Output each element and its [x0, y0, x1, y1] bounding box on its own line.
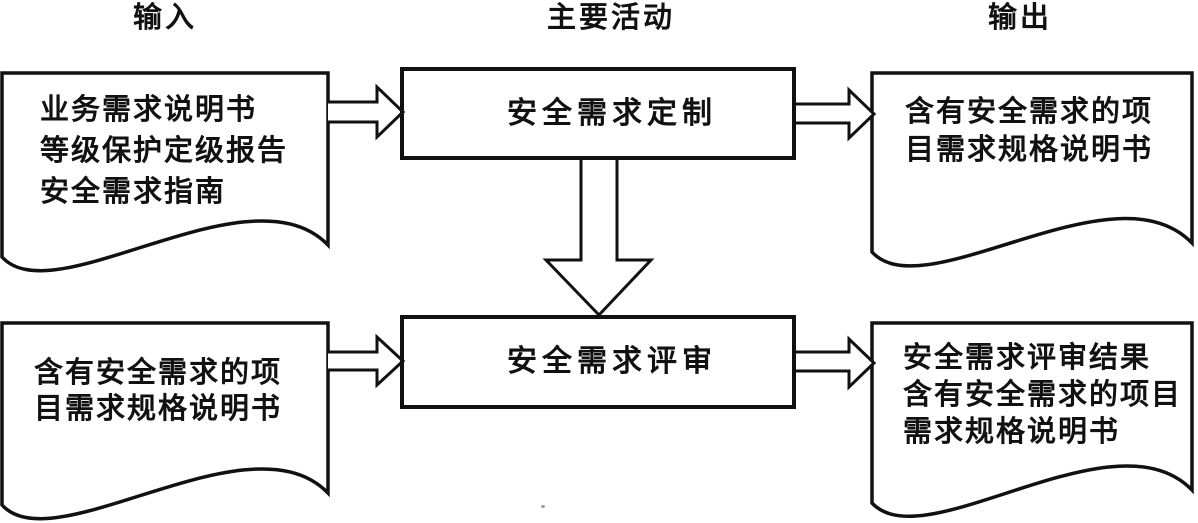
document-line: 含有安全需求的项目 [903, 379, 1183, 411]
column-header-output: 输出 [987, 2, 1052, 34]
arrow-input-bottom-icon [328, 333, 406, 389]
document-shape-output-top [870, 71, 1194, 268]
arrow-down-icon [542, 160, 655, 318]
document-line: 需求规格说明书 [903, 416, 1121, 448]
activity-label-review: 安全需求评审 [507, 345, 717, 378]
document-line: 安全需求指南 [40, 176, 227, 208]
activity-box-top [400, 67, 796, 160]
document-line: 含有安全需求的项 [34, 357, 283, 389]
scan-speck [541, 505, 545, 508]
document-line: 等级保护定级报告 [40, 135, 289, 167]
arrow-input-top-icon [328, 83, 406, 141]
document-line: 目需求规格说明书 [905, 134, 1154, 166]
document-text-input-top: 业务需求说明书 等级保护定级报告 安全需求指南 [40, 90, 288, 213]
document-shape-input-bottom [0, 321, 330, 521]
document-line: 安全需求评审结果 [903, 342, 1152, 374]
document-shape-input-top [0, 71, 330, 273]
column-header-input: 输入 [132, 2, 197, 34]
activity-label-customize: 安全需求定制 [507, 97, 717, 130]
document-text-input-bottom: 含有安全需求的项 目需求规格说明书 [34, 355, 282, 427]
activity-box-bottom [400, 315, 796, 409]
document-line: 业务需求说明书 [40, 94, 258, 126]
document-text-output-top: 含有安全需求的项 目需求规格说明书 [905, 93, 1153, 169]
document-line: 目需求规格说明书 [34, 393, 283, 425]
arrow-output-top-icon [794, 86, 877, 142]
document-shape-output-bottom [870, 321, 1194, 518]
arrow-output-bottom-icon [794, 335, 877, 391]
document-line: 含有安全需求的项 [905, 96, 1154, 128]
document-text-output-bottom: 安全需求评审结果 含有安全需求的项目 需求规格说明书 [903, 340, 1182, 451]
column-header-main-activity: 主要活动 [546, 2, 675, 34]
